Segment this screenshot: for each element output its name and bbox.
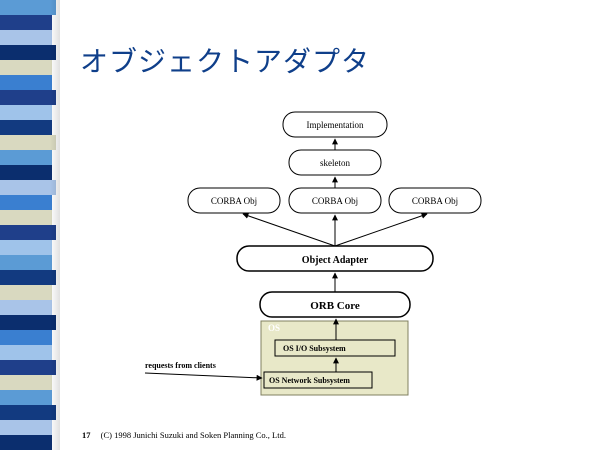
page-number: 17	[82, 430, 91, 440]
stripe-segment	[0, 75, 52, 90]
corba-obj-right-label: CORBA Obj	[412, 196, 458, 206]
os-io-subsystem-box	[274, 339, 396, 357]
implementation-node	[282, 111, 388, 138]
stripe-segment	[0, 390, 52, 405]
stripe-segment	[0, 90, 56, 105]
stripe-segment	[0, 315, 56, 330]
stripe-segment	[0, 135, 56, 150]
os-io-subsystem-label: OS I/O Subsystem	[283, 344, 346, 353]
stripe-segment	[0, 30, 52, 45]
requests-arrow	[144, 372, 263, 381]
stripe-segment	[0, 180, 56, 195]
stripe-shadow	[50, 0, 60, 450]
stripe-segment	[0, 240, 52, 255]
stripe-segment	[0, 405, 56, 420]
stripe-segment	[0, 0, 56, 15]
stripe-segment	[0, 150, 52, 165]
stripe-segment	[0, 210, 52, 225]
corba-obj-center-label: CORBA Obj	[312, 196, 358, 206]
os-network-subsystem-label: OS Network Subsystem	[269, 376, 350, 385]
corba-obj-left-label: CORBA Obj	[211, 196, 257, 206]
stripe-segment	[0, 60, 52, 75]
requests-from-clients-label: requests from clients	[145, 361, 216, 370]
stripe-segment	[0, 225, 56, 240]
stripe-segment	[0, 105, 52, 120]
stripe-segment	[0, 270, 56, 285]
stripe-segment	[0, 435, 52, 450]
stripe-segment	[0, 345, 52, 360]
stripe-segment	[0, 420, 52, 435]
implementation-label: Implementation	[307, 120, 364, 130]
stripe-segment	[0, 15, 52, 30]
stripe-segment	[0, 45, 56, 60]
stripe-segment	[0, 195, 52, 210]
stripe-segment	[0, 330, 52, 345]
stripe-segment	[0, 375, 52, 390]
orb-core-label: ORB Core	[310, 300, 360, 312]
corba-obj-right-node	[388, 187, 482, 214]
slide-title: オブジェクトアダプタ	[80, 45, 371, 78]
stripe-segment	[0, 255, 52, 270]
object-adapter-label: Object Adapter	[302, 255, 369, 266]
stripe-segment	[0, 165, 52, 180]
skeleton-label: skeleton	[320, 158, 350, 168]
decorative-stripe	[0, 0, 60, 450]
os-network-subsystem-box	[263, 371, 373, 389]
stripe-segment	[0, 285, 52, 300]
arrow-adapter-to-right-obj	[334, 212, 428, 247]
stripe-segment	[0, 360, 56, 375]
arrow-adapter-to-left-obj	[242, 212, 336, 247]
copyright-text: (C) 1998 Junichi Suzuki and Soken Planni…	[100, 430, 286, 440]
slide-footer: 17 (C) 1998 Junichi Suzuki and Soken Pla…	[82, 430, 286, 440]
corba-obj-left-node	[187, 187, 281, 214]
stripe-segment	[0, 120, 52, 135]
stripe-segment	[0, 300, 52, 315]
os-label: OS	[268, 323, 280, 333]
